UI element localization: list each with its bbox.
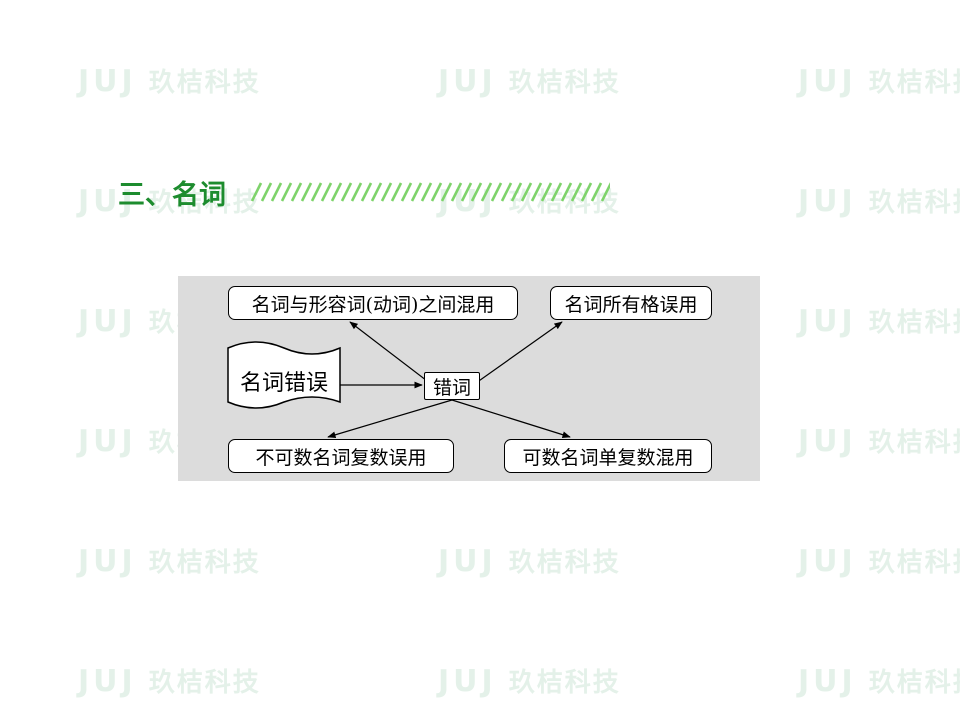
watermark-logo-text: 玖桔科技 [868, 548, 960, 578]
watermark-logo-mark: JUJ [798, 184, 857, 219]
section-title: 三、名词 [118, 179, 226, 211]
stripe-line [440, 182, 453, 202]
watermark-logo-text: 玖桔科技 [868, 68, 960, 98]
stripe-line [580, 182, 593, 202]
stripe-line [290, 182, 303, 202]
node-bottom-left: 不可数名词复数误用 [228, 439, 454, 473]
watermark-logo-text: 玖桔科技 [868, 668, 960, 698]
stripe-line [470, 182, 483, 202]
stripe-line [380, 182, 393, 202]
stripe-line [560, 182, 573, 202]
stripe-line [260, 182, 273, 202]
stripe-line [360, 182, 373, 202]
stripe-line [280, 182, 293, 202]
stripe-line [480, 182, 493, 202]
watermark-logo: JUJ 玖桔科技 [438, 662, 621, 699]
watermark-logo-mark: JUJ [438, 544, 497, 579]
stripe-line [250, 182, 263, 202]
watermark-logo: JUJ 玖桔科技 [798, 542, 960, 579]
watermark-logo-mark: JUJ [78, 64, 137, 99]
watermark-logo-mark: JUJ [438, 64, 497, 99]
watermark-logo: JUJ 玖桔科技 [798, 662, 960, 699]
arrow-to-bottom-left [327, 399, 453, 439]
watermark-logo-text: 玖桔科技 [148, 188, 261, 218]
watermark-logo-mark: JUJ [798, 64, 857, 99]
stripe-line [590, 182, 603, 202]
watermark-logo: JUJ 玖桔科技 [798, 62, 960, 99]
watermark-logo-mark: JUJ [438, 664, 497, 699]
watermark-logo-mark: JUJ [78, 424, 137, 459]
stripe-line [300, 182, 313, 202]
stripe-line [490, 182, 503, 202]
watermark-logo: JUJ 玖桔科技 [798, 182, 960, 219]
watermark-logo-text: 玖桔科技 [868, 308, 960, 338]
stripe-line [520, 182, 533, 202]
stripe-line [540, 182, 553, 202]
watermark-logo-text: 玖桔科技 [508, 668, 621, 698]
stripe-line [410, 182, 423, 202]
watermark-logo-text: 玖桔科技 [148, 548, 261, 578]
stripe-line [420, 182, 433, 202]
stripe-line [340, 182, 353, 202]
stripe-line [310, 182, 323, 202]
stripe-line [390, 182, 403, 202]
watermark-logo-mark: JUJ [78, 664, 137, 699]
watermark-logo: JUJ 玖桔科技 [798, 302, 960, 339]
node-top-right: 名词所有格误用 [550, 286, 712, 320]
document-shape [227, 341, 341, 409]
watermark-logo-mark: JUJ [78, 184, 137, 219]
watermark-logo-mark: JUJ [798, 304, 857, 339]
watermark-logo: JUJ 玖桔科技 [78, 662, 261, 699]
stripe-line [430, 182, 443, 202]
stripe-line [270, 182, 283, 202]
watermark-logo-mark: JUJ [78, 544, 137, 579]
watermark-logo: JUJ 玖桔科技 [78, 542, 261, 579]
watermark-logo-mark: JUJ [798, 424, 857, 459]
watermark-logo: JUJ 玖桔科技 [78, 182, 261, 219]
stripe-line [400, 182, 413, 202]
arrow-to-bottom-right [451, 399, 571, 438]
stripe-line [550, 182, 563, 202]
watermark-logo: JUJ 玖桔科技 [78, 62, 261, 99]
watermark-logo-text: 玖桔科技 [508, 68, 621, 98]
node-top-left: 名词与形容词(动词)之间混用 [228, 286, 518, 320]
stripe-line [370, 182, 383, 202]
watermark-logo: JUJ 玖桔科技 [438, 62, 621, 99]
decorative-stripe-bar [250, 182, 610, 202]
watermark-logo-text: 玖桔科技 [868, 188, 960, 218]
stripe-line [500, 182, 513, 202]
watermark-logo-mark: JUJ [798, 664, 857, 699]
stripe-line [350, 182, 363, 202]
stripe-line [530, 182, 543, 202]
watermark-logo-text: 玖桔科技 [148, 668, 261, 698]
stripe-line [510, 182, 523, 202]
stripe-line [570, 182, 583, 202]
stripe-line [330, 182, 343, 202]
source-node-label: 名词错误 [239, 371, 328, 396]
stripe-line [320, 182, 333, 202]
watermark-logo-text: 玖桔科技 [148, 68, 261, 98]
watermark-logo: JUJ 玖桔科技 [438, 542, 621, 579]
watermark-logo-mark: JUJ [78, 304, 137, 339]
stripe-line [460, 182, 473, 202]
center-node: 错词 [424, 372, 480, 400]
watermark-logo-text: 玖桔科技 [868, 428, 960, 458]
watermark-logo-mark: JUJ [798, 544, 857, 579]
stripe-line [600, 182, 610, 202]
node-bottom-right: 可数名词单复数混用 [504, 439, 712, 473]
watermark-logo-text: 玖桔科技 [508, 548, 621, 578]
watermark-logo: JUJ 玖桔科技 [798, 422, 960, 459]
section-heading: 三、名词 [118, 170, 610, 214]
error-diagram: 名词错误 错词 名词与形容词(动词)之间混用 名词所有格误用 不可数名词复数误用… [178, 276, 760, 481]
stripe-line [450, 182, 463, 202]
